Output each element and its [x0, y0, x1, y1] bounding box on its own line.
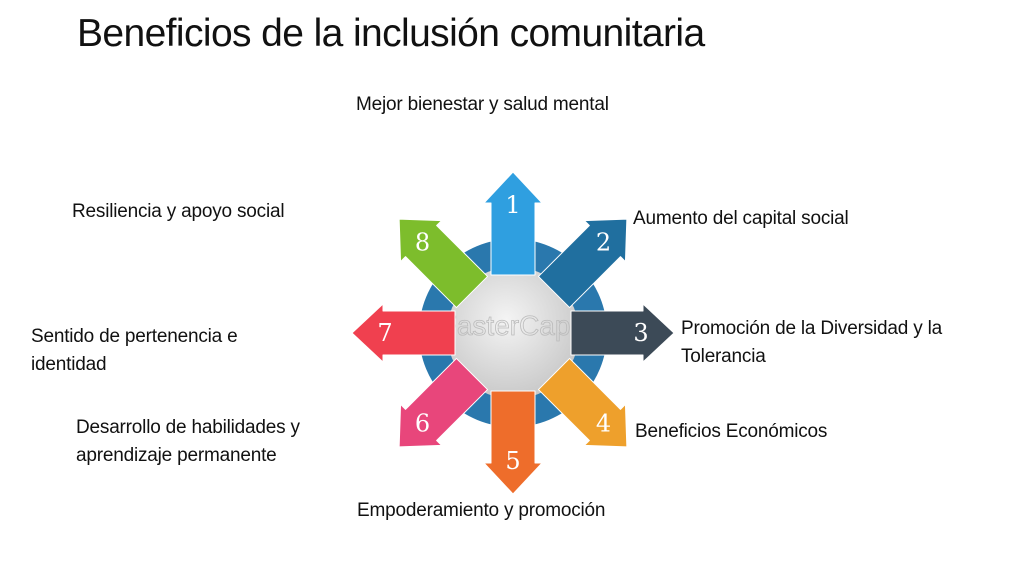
- label-6-line2: aprendizaje permanente: [76, 445, 277, 466]
- center-circle: [447, 267, 579, 399]
- label-5: Empoderamiento y promoción: [357, 500, 606, 521]
- label-2: Aumento del capital social: [633, 208, 849, 229]
- label-3-line2: Tolerancia: [681, 346, 766, 367]
- label-3: Promoción de la Diversidad y la Toleranc…: [681, 315, 942, 371]
- arrow-1: [483, 171, 543, 276]
- label-7-line1: Sentido de pertenencia e: [31, 326, 238, 347]
- arrow-shape: [483, 390, 543, 495]
- arrow-shape: [398, 218, 489, 309]
- label-4: Beneficios Económicos: [635, 421, 828, 442]
- arrow-number-5: 5: [505, 447, 520, 475]
- label-7-line2: identidad: [31, 354, 107, 375]
- arrow-shape: [537, 357, 628, 448]
- arrow-number-4: 4: [596, 410, 611, 438]
- arrow-shape: [398, 357, 489, 448]
- arrow-3: [570, 303, 675, 363]
- arrow-6: [398, 357, 489, 448]
- arrow-shape: [570, 303, 675, 363]
- label-7: Sentido de pertenencia e identidad: [31, 323, 238, 379]
- label-6: Desarrollo de habilidades y aprendizaje …: [76, 414, 300, 470]
- arrow-number-3: 3: [633, 319, 648, 347]
- arrow-2: [537, 218, 628, 309]
- arrow-shape: [483, 171, 543, 276]
- label-1: Mejor bienestar y salud mental: [356, 94, 609, 115]
- arrow-shape: [351, 303, 456, 363]
- arrow-number-1: 1: [505, 191, 520, 219]
- arrow-5: [483, 390, 543, 495]
- label-3-line1: Promoción de la Diversidad y la: [681, 318, 942, 339]
- arrow-number-7: 7: [377, 319, 392, 347]
- arrow-7: [351, 303, 456, 363]
- page-title: Beneficios de la inclusión comunitaria: [77, 12, 705, 55]
- arrow-number-6: 6: [415, 410, 430, 438]
- arrow-8: [398, 218, 489, 309]
- label-6-line1: Desarrollo de habilidades y: [76, 417, 300, 438]
- arrow-shape: [537, 218, 628, 309]
- arrow-number-2: 2: [596, 228, 611, 256]
- label-8: Resiliencia y apoyo social: [72, 201, 285, 222]
- arrow-number-8: 8: [415, 228, 430, 256]
- arrow-4: [537, 357, 628, 448]
